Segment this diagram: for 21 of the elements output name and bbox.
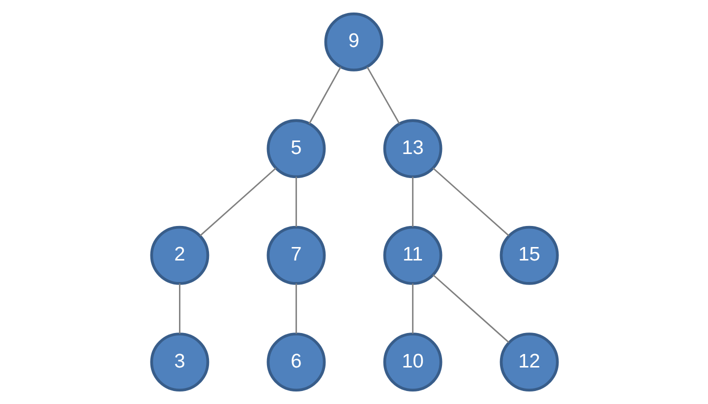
node-circle: 11: [382, 226, 442, 285]
connector: [432, 274, 509, 343]
connector: [199, 168, 276, 236]
node-circle: 15: [499, 226, 558, 285]
connector: [432, 168, 509, 236]
node-circle: 2: [150, 226, 209, 285]
node-circle: 9: [324, 12, 383, 72]
node-circle: 10: [382, 332, 442, 392]
connector: [295, 284, 296, 334]
node-circle: 3: [150, 332, 209, 392]
connector: [295, 176, 296, 227]
node-circle: 5: [266, 119, 326, 178]
node-circle: 13: [382, 119, 442, 178]
node-circle: 6: [266, 332, 326, 392]
connector: [178, 284, 180, 334]
connector: [366, 66, 400, 124]
connector: [308, 66, 341, 124]
connector: [412, 176, 413, 227]
node-circle: 7: [266, 226, 326, 285]
node-circle: 12: [499, 332, 558, 392]
connector: [412, 284, 413, 334]
